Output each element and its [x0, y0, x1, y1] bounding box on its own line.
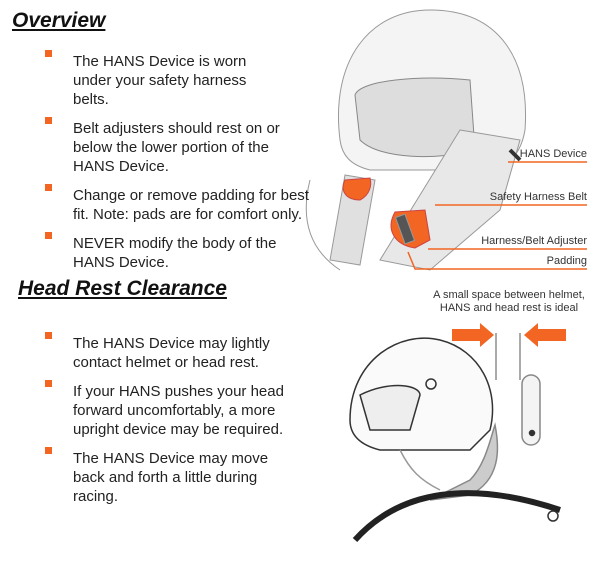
bullet-icon [45, 380, 52, 387]
overview-list: The HANS Device is worn under your safet… [45, 50, 315, 272]
arrow-icons [452, 323, 566, 347]
overview-bullet: Change or remove padding for best fit. N… [45, 184, 315, 224]
clearance-caption: A small space between helmet, HANS and h… [433, 289, 585, 314]
overview-bullet: Belt adjusters should rest on or below t… [45, 117, 288, 176]
label-hans-device: HANS Device [519, 148, 587, 160]
headrest-illustration [349, 333, 561, 543]
overview-heading: Overview [12, 9, 106, 32]
overview-bullet-text: Change or remove padding for best fit. N… [73, 187, 309, 223]
callout-lines [407, 161, 587, 270]
bullet-icon [45, 50, 52, 57]
overview-bullet: NEVER modify the body of the HANS Device… [45, 232, 288, 272]
headrest-bullet-text: If your HANS pushes your head forward un… [73, 383, 284, 438]
headrest-bullet-text: The HANS Device may lightly contact helm… [73, 335, 270, 371]
overview-bullet-text: NEVER modify the body of the HANS Device… [73, 235, 277, 271]
headrest-bullet: The HANS Device may lightly contact helm… [45, 332, 283, 372]
bullet-icon [45, 232, 52, 239]
headrest-bullet: If your HANS pushes your head forward un… [45, 380, 288, 439]
headrest-list: The HANS Device may lightly contact helm… [45, 332, 305, 506]
overview-bullet-text: Belt adjusters should rest on or below t… [73, 120, 280, 175]
overview-bullet: The HANS Device is worn under your safet… [45, 50, 285, 109]
bullet-icon [45, 332, 52, 339]
overview-illustration [305, 9, 527, 271]
bullet-icon [45, 447, 52, 454]
bullet-icon [45, 184, 52, 191]
label-harness-belt-adjuster: Harness/Belt Adjuster [481, 235, 587, 247]
headrest-heading: Head Rest Clearance [18, 277, 227, 300]
overview-bullet-text: The HANS Device is worn under your safet… [73, 53, 247, 108]
label-safety-harness-belt: Safety Harness Belt [489, 191, 587, 203]
label-padding: Padding [546, 255, 587, 267]
bullet-icon [45, 117, 52, 124]
headrest-bullet: The HANS Device may move back and forth … [45, 447, 288, 506]
headrest-bullet-text: The HANS Device may move back and forth … [73, 450, 269, 505]
